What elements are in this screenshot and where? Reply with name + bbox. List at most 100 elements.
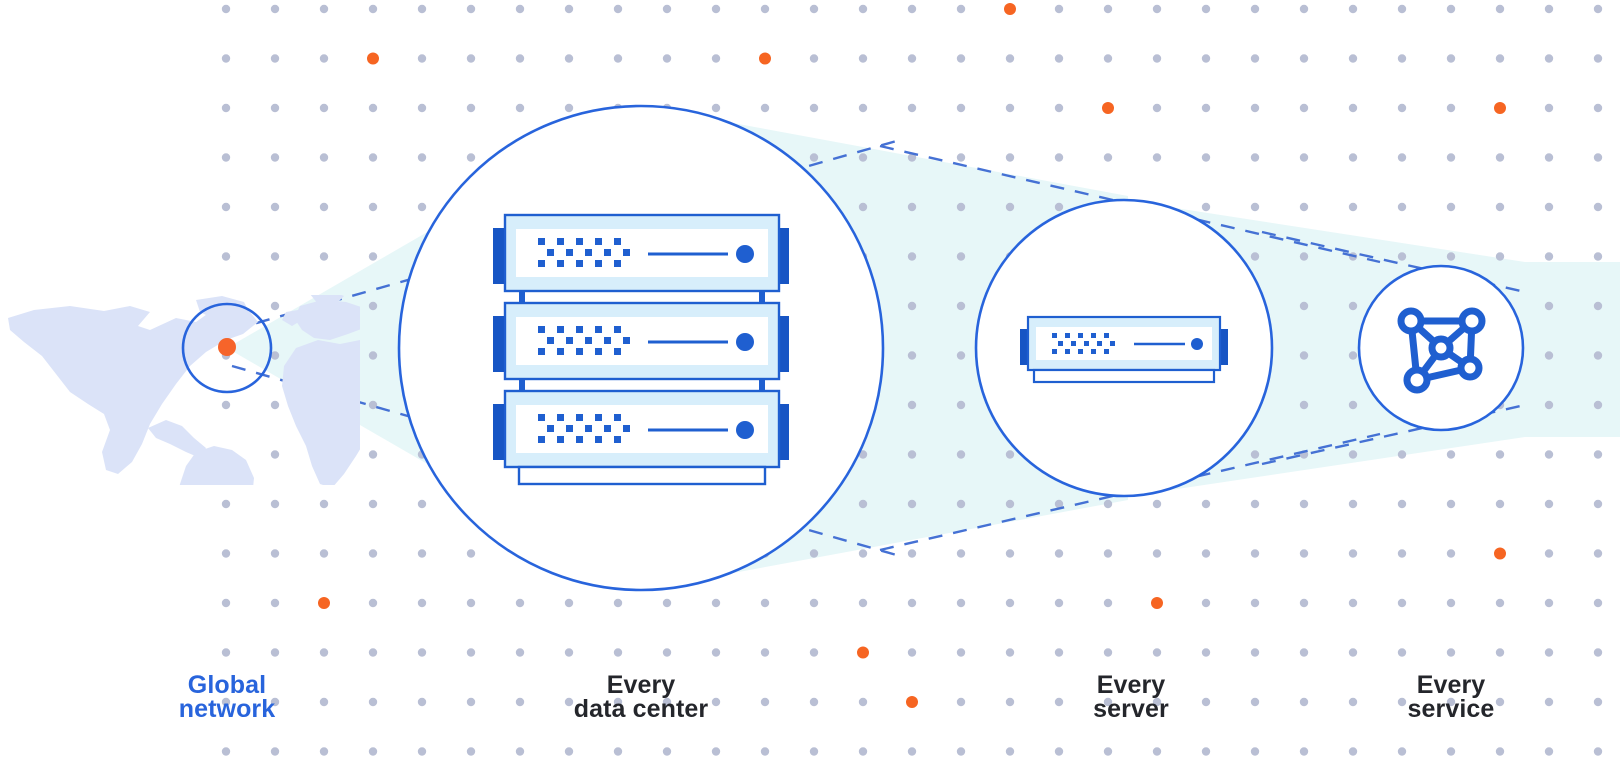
grid-dot bbox=[1593, 747, 1603, 756]
grid-dot bbox=[1201, 747, 1211, 756]
grid-dot bbox=[1348, 648, 1358, 657]
mesh-node-bottom-left bbox=[1403, 366, 1431, 394]
grid-dot bbox=[662, 697, 672, 707]
grid-dot bbox=[1005, 499, 1015, 509]
stage-every-data-center[interactable] bbox=[397, 104, 885, 592]
grid-dot bbox=[1103, 747, 1113, 756]
stage-global-network[interactable] bbox=[8, 290, 646, 592]
grid-dot bbox=[515, 697, 525, 707]
grid-dot bbox=[1495, 697, 1505, 707]
grid-dot bbox=[1397, 549, 1407, 558]
server-status-led-3 bbox=[736, 421, 754, 439]
grid-dot bbox=[1397, 747, 1407, 756]
grid-dot bbox=[1544, 351, 1554, 360]
grid-dot bbox=[809, 153, 819, 162]
label-every-server-line2: server bbox=[1093, 695, 1169, 723]
grid-dot bbox=[221, 4, 231, 14]
grid-dot bbox=[319, 549, 329, 558]
grid-dot bbox=[809, 747, 819, 756]
grid-dot bbox=[1005, 549, 1015, 558]
grid-dot bbox=[466, 648, 476, 657]
grid-dot bbox=[1201, 598, 1211, 608]
grid-dot bbox=[1054, 549, 1064, 558]
grid-dot bbox=[1544, 648, 1554, 657]
stage-every-server[interactable] bbox=[974, 198, 1274, 498]
grid-dot bbox=[221, 202, 231, 212]
grid-dot bbox=[1544, 153, 1554, 162]
grid-dot bbox=[907, 747, 917, 756]
grid-dot bbox=[368, 450, 378, 459]
label-every-service-line1: Every bbox=[1417, 671, 1486, 699]
grid-dot bbox=[711, 54, 721, 63]
grid-dot bbox=[1593, 153, 1603, 162]
grid-dot bbox=[1593, 4, 1603, 14]
grid-dot bbox=[1495, 598, 1505, 608]
grid-dot bbox=[1446, 252, 1456, 261]
grid-dot bbox=[760, 103, 770, 113]
grid-dot-highlighted bbox=[1494, 547, 1506, 560]
grid-dot bbox=[1299, 747, 1309, 756]
grid-dot bbox=[1544, 202, 1554, 212]
grid-dot bbox=[417, 202, 427, 212]
grid-dot bbox=[1054, 54, 1064, 63]
grid-dot bbox=[564, 697, 574, 707]
grid-dot bbox=[1299, 301, 1309, 311]
grid-dot bbox=[1495, 153, 1505, 162]
grid-dot bbox=[466, 598, 476, 608]
grid-dot bbox=[858, 697, 868, 707]
grid-dot bbox=[417, 54, 427, 63]
grid-dot bbox=[1446, 54, 1456, 63]
grid-dot bbox=[417, 499, 427, 509]
grid-dot bbox=[1250, 499, 1260, 509]
world-map-icon bbox=[8, 295, 360, 485]
grid-dot bbox=[1348, 153, 1358, 162]
grid-dot bbox=[564, 4, 574, 14]
grid-dot bbox=[1299, 648, 1309, 657]
grid-dot bbox=[1152, 648, 1162, 657]
single-server-base bbox=[1032, 368, 1216, 384]
grid-dot-highlighted bbox=[1494, 102, 1506, 114]
grid-dot bbox=[1446, 549, 1456, 558]
grid-dot-highlighted bbox=[857, 646, 869, 659]
grid-dot bbox=[466, 697, 476, 707]
grid-dot bbox=[221, 400, 231, 410]
grid-dot bbox=[1544, 499, 1554, 509]
grid-dot bbox=[662, 747, 672, 756]
grid-dot bbox=[1593, 450, 1603, 459]
grid-dot bbox=[1152, 103, 1162, 113]
grid-dot bbox=[809, 697, 819, 707]
grid-dot bbox=[662, 598, 672, 608]
mesh-node-top-left bbox=[1397, 307, 1425, 335]
grid-dot bbox=[368, 252, 378, 261]
grid-dot bbox=[1250, 153, 1260, 162]
grid-dot bbox=[858, 747, 868, 756]
grid-dot bbox=[1054, 202, 1064, 212]
grid-dot bbox=[1103, 697, 1113, 707]
grid-dot bbox=[270, 103, 280, 113]
grid-dot bbox=[1054, 598, 1064, 608]
grid-dot bbox=[1446, 4, 1456, 14]
grid-dot bbox=[1201, 202, 1211, 212]
single-server-icon bbox=[1020, 315, 1228, 384]
grid-dot bbox=[368, 351, 378, 360]
grid-dot bbox=[1348, 202, 1358, 212]
rack-connector-left-1 bbox=[519, 291, 525, 303]
grid-dot bbox=[1348, 747, 1358, 756]
grid-dot bbox=[1152, 54, 1162, 63]
grid-dot bbox=[515, 598, 525, 608]
mesh-node-top-right bbox=[1458, 307, 1486, 335]
grid-dot bbox=[907, 549, 917, 558]
grid-dot bbox=[760, 648, 770, 657]
grid-dot bbox=[858, 598, 868, 608]
stage-every-service[interactable] bbox=[1357, 264, 1525, 432]
single-server-led-grid bbox=[1052, 333, 1115, 354]
grid-dot bbox=[711, 697, 721, 707]
grid-dot bbox=[907, 202, 917, 212]
grid-dot bbox=[1544, 252, 1554, 261]
grid-dot bbox=[270, 400, 280, 410]
grid-dot bbox=[907, 598, 917, 608]
grid-dot bbox=[368, 400, 378, 410]
grid-dot bbox=[1495, 54, 1505, 63]
grid-dot bbox=[515, 4, 525, 14]
grid-dot bbox=[809, 4, 819, 14]
